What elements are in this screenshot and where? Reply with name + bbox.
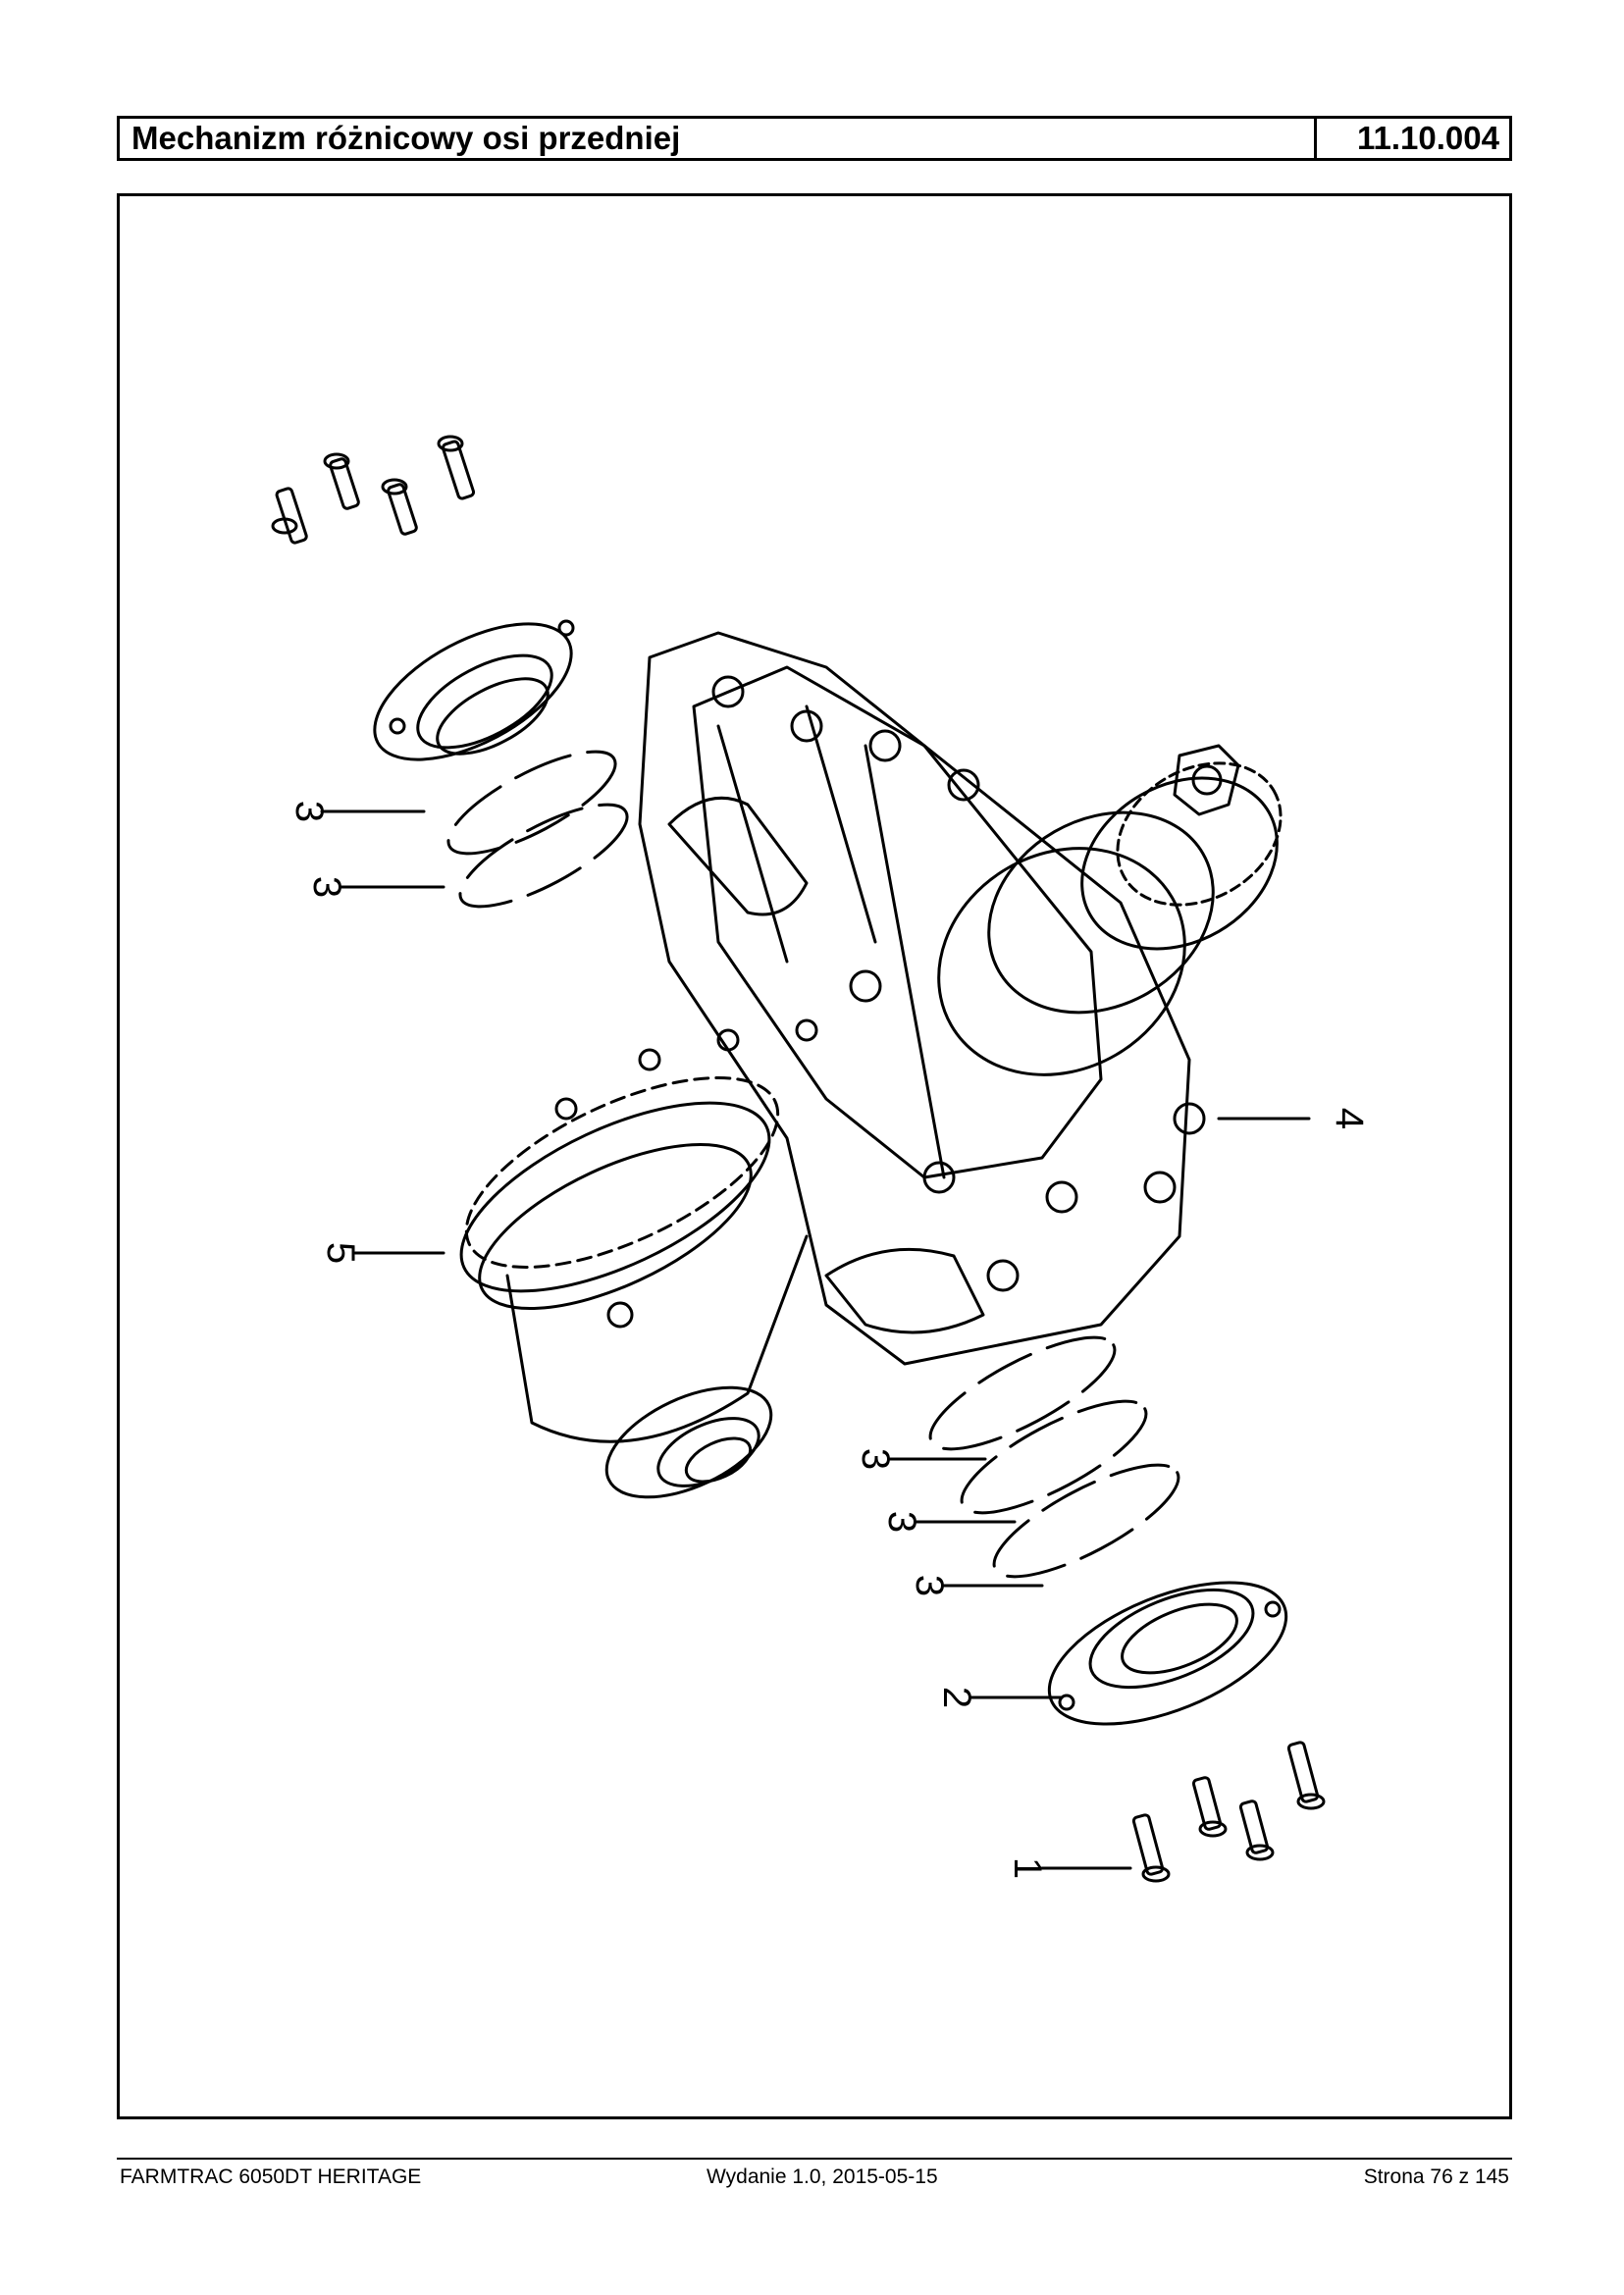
pinion-gear — [937, 744, 1283, 1076]
bolt-group-top — [271, 435, 476, 545]
footer-edition: Wydanie 1.0, 2015-05-15 — [707, 2165, 938, 2188]
differential-housing — [638, 631, 1206, 1366]
callout-3-b: 3 — [305, 876, 348, 898]
page-title: Mechanizm różnicowy osi przedniej — [120, 119, 1317, 158]
callout-3-a: 3 — [288, 801, 331, 822]
callout-5: 5 — [319, 1242, 362, 1264]
callout-2: 2 — [935, 1687, 978, 1708]
callout-3-e: 3 — [908, 1575, 951, 1596]
footer-page-number: Strona 76 z 145 — [1363, 2165, 1509, 2188]
upper-bearing-cap — [373, 619, 575, 761]
leader-lines — [320, 809, 1311, 1870]
diagram-frame: 3 3 4 5 3 3 3 2 1 — [117, 193, 1512, 2119]
upper-shims — [446, 750, 629, 909]
exploded-diagram: 3 3 4 5 3 3 3 2 1 — [271, 435, 1371, 1883]
lower-bearing-cap — [1047, 1581, 1288, 1726]
footer-divider — [117, 2158, 1512, 2160]
footer-model: FARMTRAC 6050DT HERITAGE — [120, 2165, 422, 2188]
callout-1: 1 — [1006, 1857, 1049, 1879]
callout-3-d: 3 — [880, 1511, 923, 1533]
callout-3-c: 3 — [854, 1448, 897, 1470]
bolt-group-bottom — [1131, 1741, 1326, 1883]
page-header: Mechanizm różnicowy osi przedniej 11.10.… — [117, 116, 1512, 161]
section-code: 11.10.004 — [1357, 120, 1499, 156]
lower-shims — [928, 1335, 1180, 1579]
callout-4: 4 — [1328, 1108, 1371, 1129]
differential-cage — [459, 1018, 818, 1499]
